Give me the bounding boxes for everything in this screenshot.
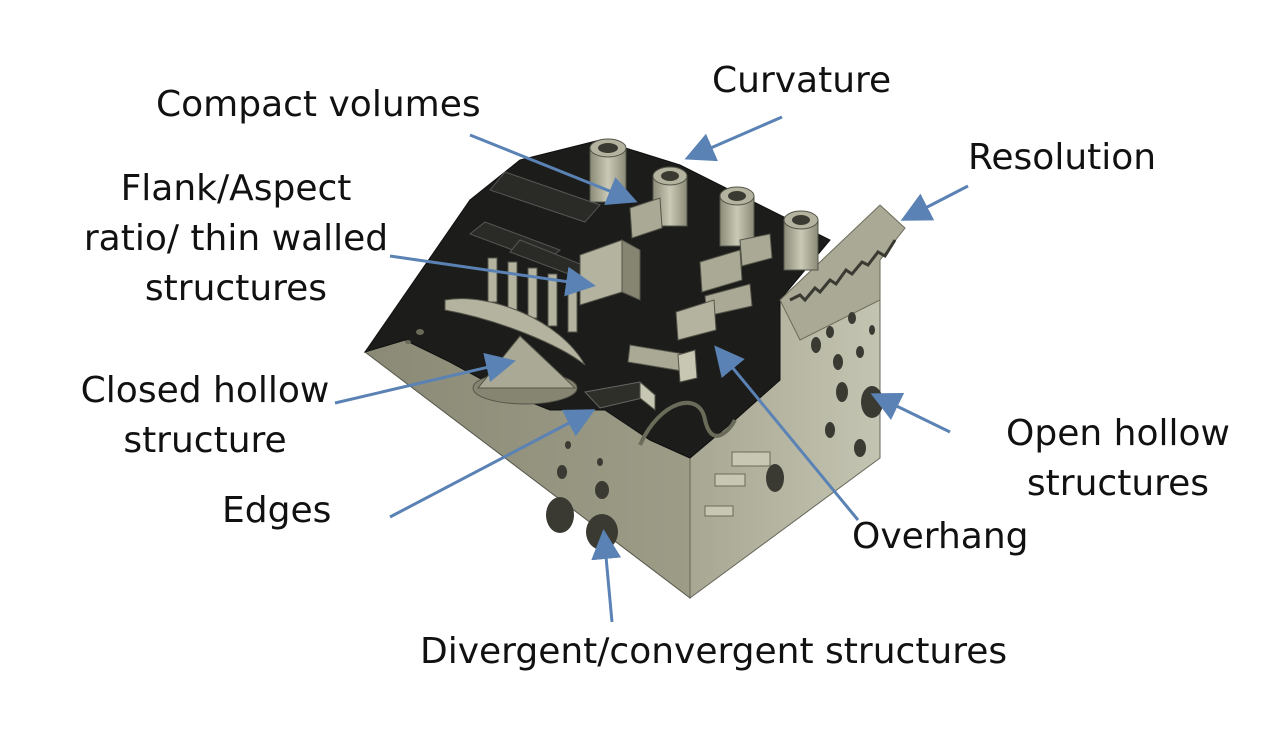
edges-feature: [584, 380, 657, 412]
flank-arrow: [389, 254, 596, 297]
curvature-arrow: [684, 115, 783, 162]
curved-blade: [444, 298, 586, 366]
benchmark-part: [363, 138, 906, 600]
label-open-hollow: Open hollow structures: [1006, 413, 1230, 504]
overhang-arrow: [714, 345, 860, 521]
side-tubes: [704, 451, 784, 517]
edges-arrow: [389, 409, 596, 519]
resolution-arrow: [900, 184, 969, 221]
closed-hollow-arrow: [334, 352, 516, 405]
label-closed-hollow: Closed hollow structure: [80, 370, 330, 461]
label-divergent-convergent: Divergent/convergent structures: [420, 631, 1008, 672]
pointer-arrows: [334, 115, 969, 623]
resolution-steps: [789, 239, 897, 303]
overhang-feature: [627, 344, 698, 383]
label-resolution: Resolution: [968, 137, 1157, 178]
top-pits: [405, 329, 424, 344]
compact-volumes-arrow: [469, 133, 638, 205]
label-overhang: Overhang: [852, 516, 1029, 557]
label-flank-aspect-ratio: Flank/Aspect ratio/ thin walled structur…: [83, 168, 389, 309]
curved-edge: [638, 400, 737, 446]
label-edges: Edges: [222, 490, 332, 531]
divergent-arrow: [591, 529, 622, 623]
label-compact-volumes: Compact volumes: [156, 84, 481, 125]
open-hollow-arrow: [870, 393, 951, 434]
label-curvature: Curvature: [712, 60, 892, 101]
